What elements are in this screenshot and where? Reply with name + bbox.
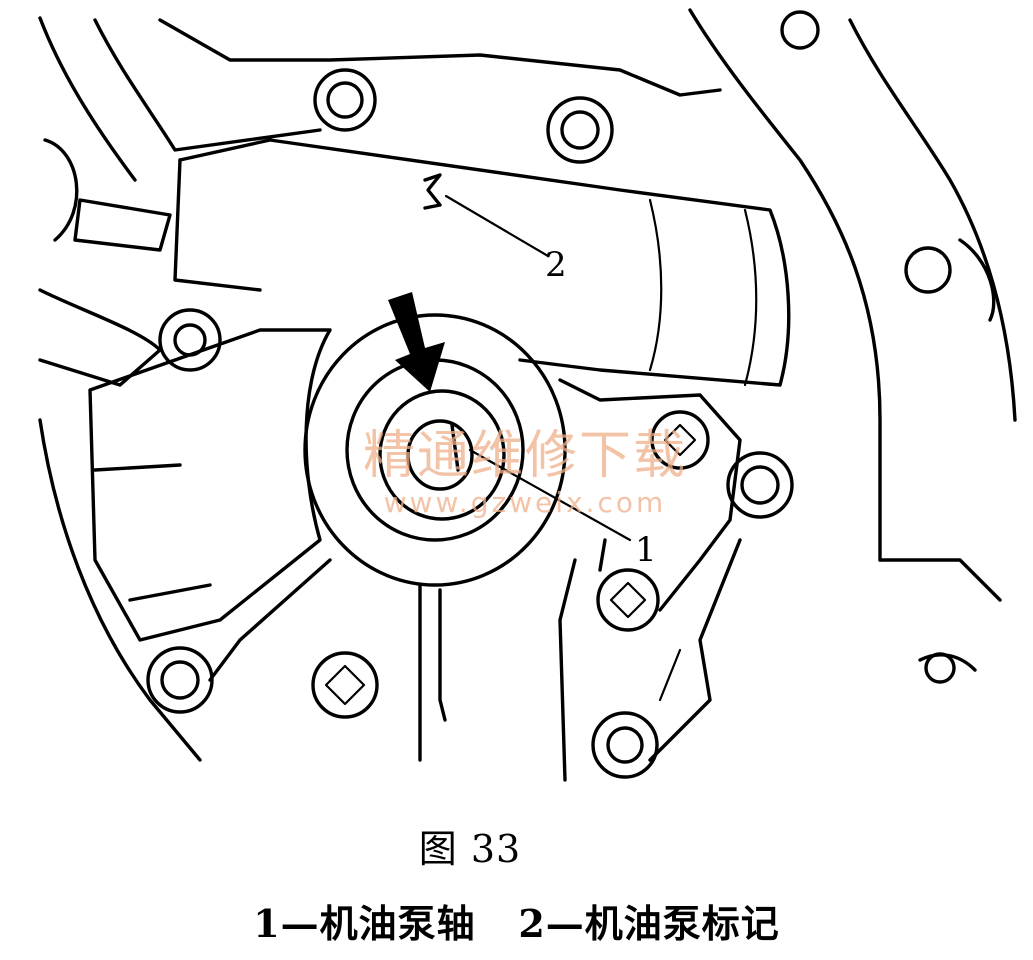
cover-plate-right — [558, 378, 742, 612]
shaft-bore-inner — [378, 389, 506, 521]
cover-right-detail — [658, 648, 682, 702]
callout-label-1: 1 — [635, 530, 657, 570]
stud-bottom-right — [924, 652, 956, 684]
bolt-bottom-right — [591, 711, 659, 779]
oil-pump-shaft — [406, 419, 474, 491]
left-boss — [43, 138, 79, 242]
pump-mark-symbol — [423, 173, 442, 210]
bolt-bottom-left — [146, 646, 214, 714]
shaft-bore-ring — [345, 358, 525, 542]
cover-right-edge — [648, 538, 742, 762]
housing-edge-left — [38, 16, 137, 182]
torx-bolt-lower — [311, 651, 379, 719]
stud-right — [904, 246, 952, 294]
pump-housing — [178, 138, 791, 387]
cover-rib-1 — [93, 463, 182, 472]
bolt-top-center — [546, 96, 614, 164]
pump-housing-seam — [648, 198, 663, 372]
bolt-right — [726, 451, 794, 519]
torx-bolt-upper — [650, 410, 710, 470]
left-lower-edge — [38, 418, 202, 762]
leader-line-2 — [444, 194, 550, 258]
engine-line-drawing — [38, 8, 1017, 782]
leader-line-1 — [468, 448, 632, 542]
pump-housing-left — [173, 158, 262, 292]
torx-bolt-middle — [596, 568, 660, 632]
oil-pump-diagram: 2 1 精通维修下载 www.gzweix.com — [38, 8, 1017, 782]
cover-rib-2 — [128, 583, 212, 602]
housing-right-curve — [688, 8, 882, 562]
oil-channel-right — [438, 588, 447, 722]
stud-top-right — [780, 10, 820, 50]
figure-caption: 1—机油泵轴 2—机油泵标记 — [0, 893, 1033, 948]
indicator-arrow — [388, 292, 445, 392]
channel-tick — [598, 538, 607, 572]
caption-item-1: 1—机油泵轴 — [253, 901, 476, 946]
figure-title: 图 33 — [418, 827, 522, 871]
shaft-slot — [450, 423, 460, 472]
right-lug — [958, 238, 996, 322]
callout-label-2: 2 — [545, 245, 567, 285]
caption-item-2: 2—机油泵标记 — [518, 901, 780, 946]
channel-far — [558, 558, 577, 782]
housing-edge-top — [93, 18, 322, 152]
shaft-bore-outer — [303, 313, 567, 587]
bolt-top-left — [313, 68, 377, 132]
housing-right-step — [878, 558, 1002, 602]
cover-rib-3 — [208, 558, 332, 682]
bolt-left — [158, 308, 222, 372]
pump-housing-seam-2 — [743, 208, 758, 387]
housing-far-right — [848, 18, 1017, 422]
housing-top-rim — [158, 18, 722, 97]
left-bracket — [73, 198, 172, 252]
